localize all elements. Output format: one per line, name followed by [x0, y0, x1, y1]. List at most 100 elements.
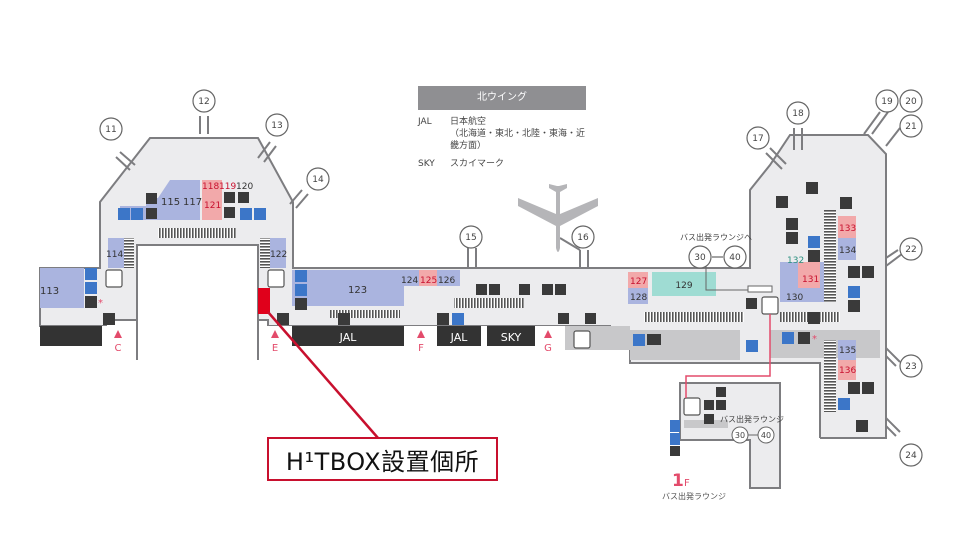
legend-title: 北ウイング [418, 86, 586, 110]
phone-icon [808, 250, 820, 262]
hitbox-callout: H¹TBOX設置個所 [267, 437, 498, 481]
phone-icon [704, 400, 714, 410]
bus-gate-start: 30 [694, 253, 706, 263]
counter-bar-sky [487, 326, 535, 346]
nursing-room-icon [146, 208, 157, 219]
baggage-icon [716, 400, 726, 410]
shop-132: 132 [787, 256, 804, 266]
hitbox-location-marker[interactable] [258, 288, 270, 314]
entrance-c-arrow-icon [114, 330, 122, 338]
entrance-f-arrow-icon [417, 330, 425, 338]
baggage-icon [103, 313, 115, 325]
shop-127: 127 [630, 277, 647, 287]
shop-130: 130 [786, 293, 803, 303]
accessible-icon [85, 282, 97, 294]
legend-code: JAL [418, 117, 432, 127]
seat-icon [786, 232, 798, 244]
baggage-icon [338, 313, 350, 325]
gate-17: 17 [752, 134, 763, 144]
facility-icons: * * [85, 182, 874, 456]
phone-icon [476, 284, 487, 295]
accessible-icon [131, 208, 143, 220]
baggage-icon [848, 300, 860, 312]
shop-131: 131 [802, 275, 819, 285]
accessible-icon [782, 332, 794, 344]
shop-126: 126 [438, 276, 455, 286]
escalator [644, 312, 744, 322]
gate-markers [99, 89, 923, 467]
entrance-e-arrow-icon [271, 330, 279, 338]
elevator-icon [105, 269, 123, 288]
legend-row-jal: JAL 日本航空 （北海道・東北・北陸・東海・近畿方面） [418, 116, 586, 152]
bus-gate-end: 40 [729, 253, 741, 263]
counter-sky-label: SKY [501, 331, 522, 344]
baggage-icon [856, 420, 868, 432]
elevator-icon [761, 296, 779, 315]
gate-18: 18 [792, 109, 804, 119]
elevator-icon [683, 397, 701, 416]
escalator [260, 238, 270, 268]
phone-icon [542, 284, 553, 295]
shop-124: 124 [401, 276, 418, 286]
escalator [158, 228, 236, 238]
aed-icon [224, 192, 235, 203]
entrance-c: C [115, 343, 122, 354]
nursing-room-icon [798, 332, 810, 344]
shop-117: 117 [183, 197, 202, 208]
shop-120: 120 [236, 182, 253, 192]
gate-13: 13 [271, 121, 282, 131]
smoking-icon [224, 207, 235, 218]
escalator [124, 238, 134, 268]
counter-jal-1-label: JAL [339, 331, 358, 344]
svg-text:*: * [812, 334, 817, 345]
gate-19: 19 [881, 97, 893, 107]
shop-123: 123 [348, 285, 367, 296]
shop-119: 119 [219, 182, 236, 192]
counter-jal-2-label: JAL [450, 331, 469, 344]
restroom-icon [452, 313, 464, 325]
shop-122: 122 [270, 250, 287, 260]
counter-bar-jal-2 [437, 326, 481, 346]
gate-20: 20 [905, 97, 917, 107]
gate-23: 23 [905, 362, 916, 372]
baggage-icon [776, 196, 788, 208]
shop-125: 125 [420, 276, 437, 286]
baggage-icon [746, 298, 757, 309]
shop-115: 115 [161, 197, 180, 208]
phone-icon [848, 382, 860, 394]
aed-icon [558, 313, 569, 324]
smoking-icon [647, 334, 661, 345]
counter-bar-jal-1 [292, 326, 404, 346]
shop-113: 113 [40, 286, 59, 297]
restroom-icon [633, 334, 645, 346]
restroom-icon [85, 268, 97, 280]
entrance-g: G [544, 343, 552, 354]
hitbox-callout-label: H¹TBOX設置個所 [285, 447, 480, 476]
legend-code: SKY [418, 159, 435, 169]
restroom-icon [848, 286, 860, 298]
baggage-icon [585, 313, 596, 324]
internet-icon [806, 182, 818, 194]
restroom-icon [295, 270, 307, 282]
accessible-icon [295, 284, 307, 296]
baggage-icon [238, 192, 249, 203]
gate-24: 24 [905, 451, 917, 461]
nursing-room-icon [85, 296, 97, 308]
aed-icon [808, 312, 820, 324]
shop-135: 135 [839, 346, 856, 356]
nursing-room-icon [295, 298, 307, 310]
shop-128: 128 [630, 293, 647, 303]
bus-lounge-inner-label: バス出発ラウンジ [720, 414, 784, 424]
gate-14: 14 [312, 175, 324, 185]
accessible-icon [670, 433, 680, 445]
baggage-icon [437, 313, 449, 325]
accessible-icon [254, 208, 266, 220]
baggage-icon [519, 284, 530, 295]
entrance-g-arrow-icon [544, 330, 552, 338]
nursing-room-icon [670, 446, 680, 456]
baggage-icon [277, 313, 289, 325]
shop-121: 121 [204, 201, 221, 211]
gate-22: 22 [905, 245, 916, 255]
gate-16: 16 [577, 233, 589, 243]
